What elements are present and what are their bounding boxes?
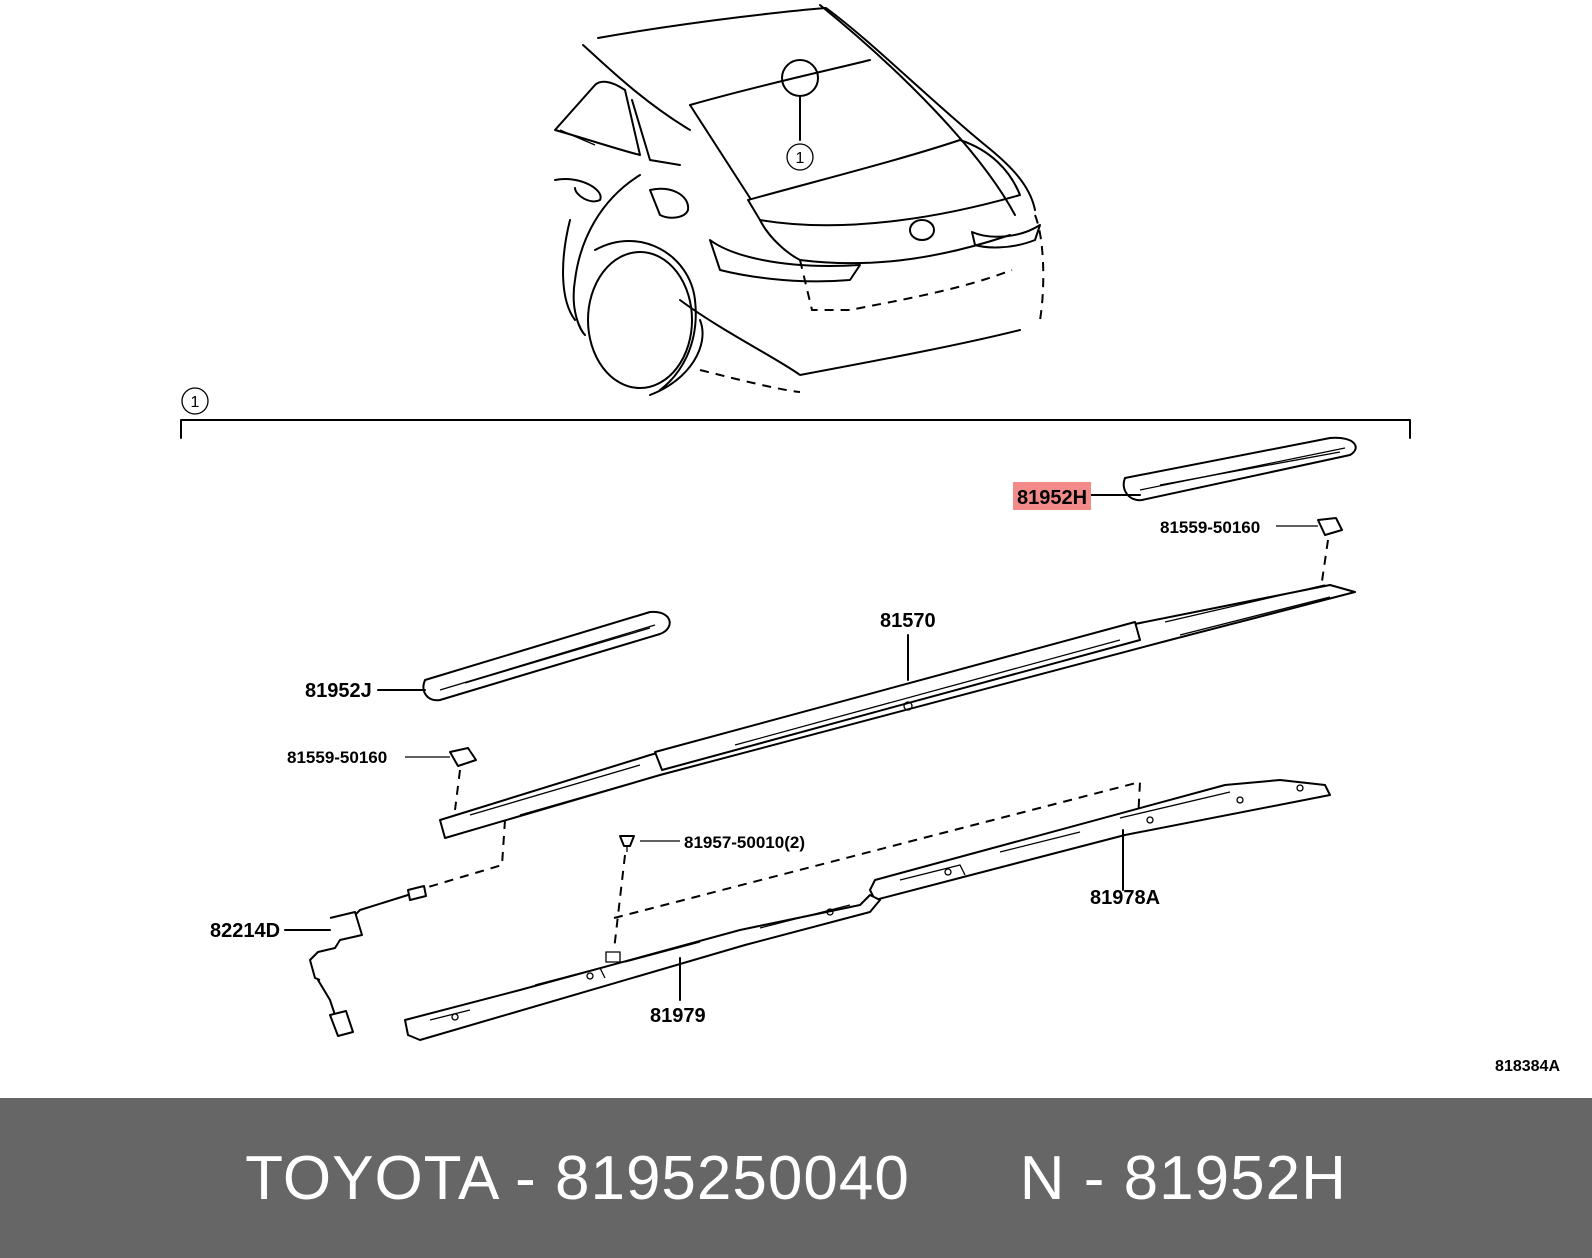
figure-code: 818384A xyxy=(1495,1058,1560,1075)
label-81570: 81570 xyxy=(880,610,936,632)
label-81559-50160-right: 81559-50160 xyxy=(1160,518,1260,537)
part-81559-50160-left[interactable]: 81559-50160 xyxy=(287,747,477,811)
diagram-canvas: 1 1 81952H 81559-50160 81570 xyxy=(180,4,1560,1075)
parts-diagram: 1 1 81952H 81559-50160 81570 xyxy=(180,4,1560,1075)
label-82214D: 82214D xyxy=(210,920,280,942)
label-81952J: 81952J xyxy=(305,680,372,702)
highlight-81952H xyxy=(1013,482,1091,510)
part-81559-50160-right[interactable]: 81559-50160 xyxy=(1160,517,1343,596)
part-81952H[interactable]: 81952H xyxy=(1013,436,1357,510)
section-bracket: 1 xyxy=(180,387,1411,439)
caption-bar: TOYOTA - 8195250040 N - 81952H xyxy=(0,1098,1592,1258)
label-81559-50160-left: 81559-50160 xyxy=(287,748,387,767)
callout-number-section: 1 xyxy=(191,394,200,411)
part-81957-50010[interactable]: 81957-50010(2) xyxy=(613,780,1142,951)
callout-number-car: 1 xyxy=(796,150,805,167)
car-illustration: 1 xyxy=(554,4,1045,396)
caption-ref: N - 81952H xyxy=(1019,1143,1347,1213)
part-81978A[interactable]: 81978A xyxy=(869,779,1331,909)
part-81952J[interactable]: 81952J xyxy=(305,610,671,702)
label-81979: 81979 xyxy=(650,1005,706,1027)
part-81979[interactable]: 81979 xyxy=(404,894,881,1041)
label-81957-50010: 81957-50010(2) xyxy=(684,833,805,852)
part-82214D[interactable]: 82214D xyxy=(210,819,506,1037)
label-81952H: 81952H xyxy=(1017,487,1087,509)
caption-brand-part: TOYOTA - 8195250040 xyxy=(245,1143,910,1213)
label-81978A: 81978A xyxy=(1090,887,1160,909)
part-81570[interactable]: 81570 xyxy=(439,584,1356,839)
